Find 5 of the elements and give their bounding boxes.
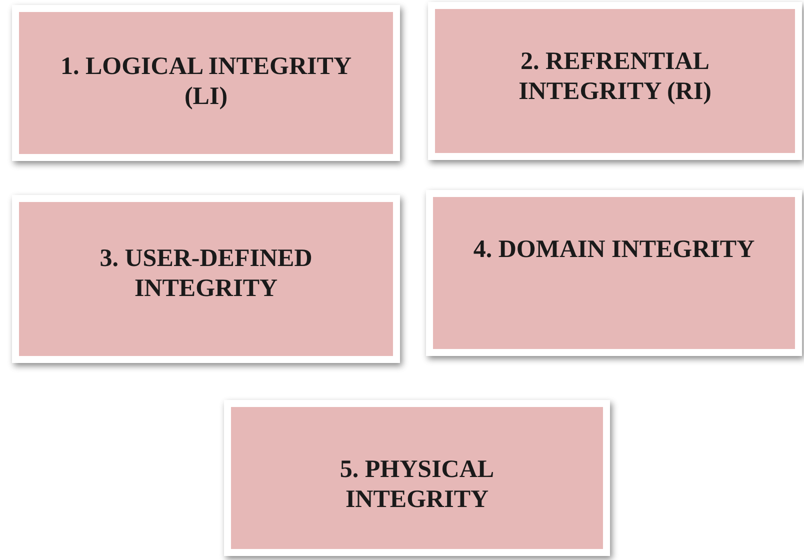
box-title: 1. LOGICAL INTEGRITY (LI): [59, 52, 353, 112]
box-title: 2. REFRENTIAL INTEGRITY (RI): [518, 47, 712, 107]
box-title: 4. DOMAIN INTEGRITY: [472, 235, 756, 265]
box-title: 3. USER-DEFINED INTEGRITY: [98, 244, 314, 304]
box-title: 5. PHYSICAL INTEGRITY: [338, 455, 496, 515]
